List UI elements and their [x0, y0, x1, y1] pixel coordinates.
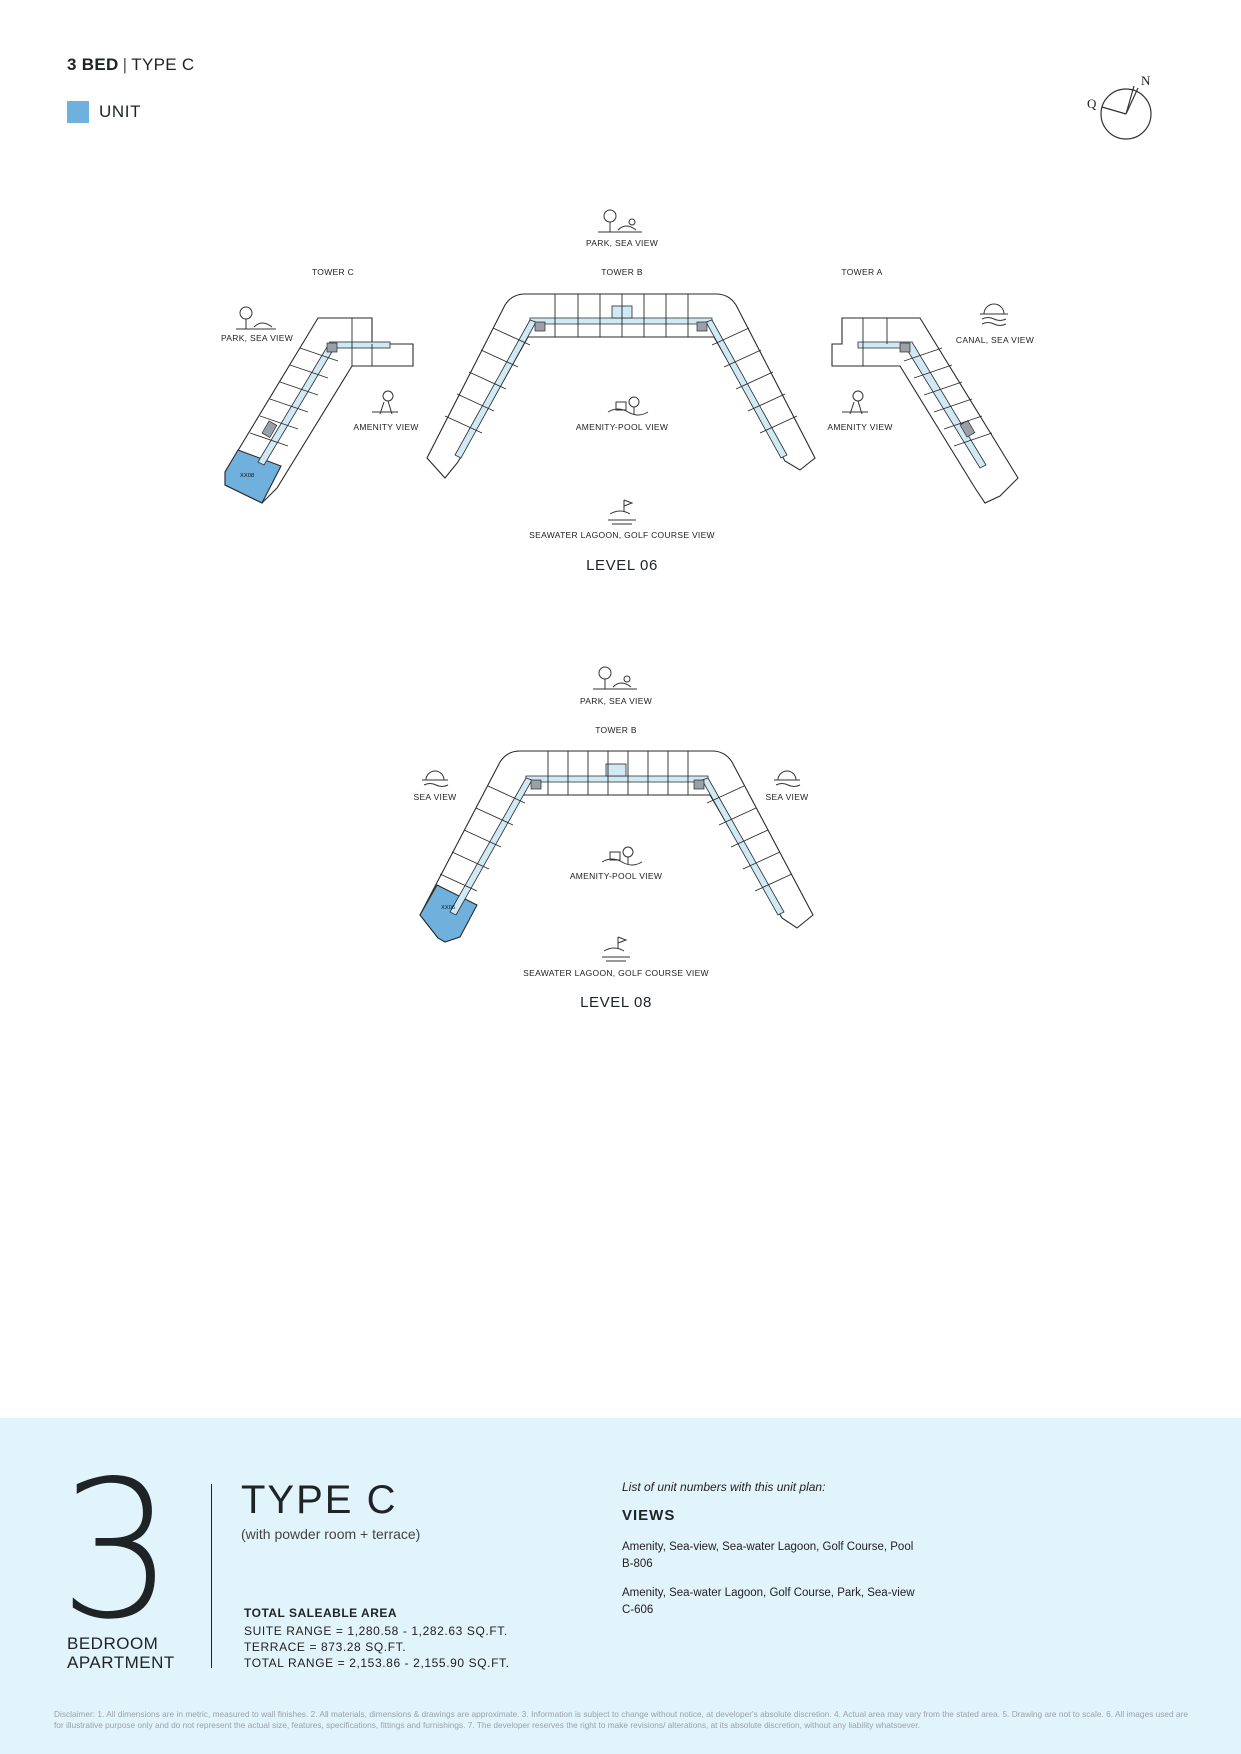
tower-b-l08-building — [419, 750, 814, 943]
view-2-units: C-606 — [622, 1604, 654, 1616]
disclaimer: Disclaimer: 1. All dimensions are in met… — [54, 1709, 1188, 1730]
l08-view-bottom: SEAWATER LAGOON, GOLF COURSE VIEW — [523, 968, 709, 978]
l08-view-left: SEA VIEW — [413, 792, 456, 802]
l06-view-c-left: PARK, SEA VIEW — [221, 333, 293, 343]
bedroom-count-digit: 3 — [59, 1440, 174, 1661]
view-2-desc: Amenity, Sea-water Lagoon, Golf Course, … — [622, 1587, 915, 1599]
view-1-desc: Amenity, Sea-view, Sea-water Lagoon, Gol… — [622, 1541, 914, 1553]
park-sea-view-icon — [598, 209, 642, 233]
level-08-label: LEVEL 08 — [580, 994, 652, 1011]
compass-north: N — [1141, 74, 1151, 88]
amenity-pool-view-icon — [607, 396, 649, 416]
type-label: TYPE C — [131, 55, 195, 74]
tower-c-highlighted-unit[interactable] — [224, 449, 282, 504]
l06-view-a-left: AMENITY VIEW — [827, 422, 892, 432]
compass-west: Q — [1087, 96, 1097, 111]
tower-a-building — [831, 317, 1019, 504]
bedroom-line2: APARTMENT — [67, 1653, 175, 1672]
l06-view-center: AMENITY-POOL VIEW — [576, 422, 668, 432]
compass-icon: N Q — [1087, 74, 1152, 140]
footer-divider — [211, 1484, 212, 1668]
park-sea-view-icon-l08 — [593, 666, 637, 690]
unit-tag: XX08 — [240, 473, 254, 479]
bedroom-line1: BEDROOM — [67, 1634, 159, 1653]
l06-view-top: PARK, SEA VIEW — [586, 238, 658, 248]
amenity-view-icon-c — [372, 390, 398, 415]
sea-view-icon-right — [774, 770, 801, 787]
page-title: 3 BED|TYPE C — [67, 55, 195, 75]
unit-tag: XX06 — [441, 905, 455, 911]
sea-view-icon-left — [422, 770, 449, 787]
legend: UNIT — [67, 101, 141, 123]
type-title: TYPE C — [241, 1478, 398, 1522]
tower-c-building — [224, 317, 414, 504]
bedroom-apartment-label: BEDROOM APARTMENT — [67, 1634, 175, 1672]
level-06-label: LEVEL 06 — [586, 557, 658, 574]
legend-label: UNIT — [99, 102, 142, 121]
l06-tower-b-label: TOWER B — [601, 267, 643, 277]
tower-b-building — [426, 293, 816, 479]
l06-tower-c-label: TOWER C — [312, 267, 354, 277]
l08-tower-b-label: TOWER B — [595, 725, 637, 735]
level-06-plan: XX08 — [221, 209, 1034, 574]
floor-plans: XX08 — [221, 209, 1034, 1011]
unit-list-intro: List of unit numbers with this unit plan… — [622, 1480, 826, 1494]
type-subtitle: (with powder room + terrace) — [241, 1526, 421, 1542]
lagoon-golf-view-icon-l08 — [602, 936, 630, 962]
terrace-area: TERRACE = 873.28 SQ.FT. — [244, 1640, 407, 1654]
l06-view-a-right: CANAL, SEA VIEW — [956, 335, 1034, 345]
canal-sea-view-icon — [980, 303, 1008, 326]
l08-view-center: AMENITY-POOL VIEW — [570, 871, 662, 881]
level-08-plan: XX06 PARK, SEA VIEW TOWER B SEA VIEW SEA… — [413, 666, 814, 1011]
park-sea-view-icon-c — [236, 306, 276, 330]
l08-view-top: PARK, SEA VIEW — [580, 696, 652, 706]
l08-view-right: SEA VIEW — [765, 792, 808, 802]
amenity-pool-view-icon-l08 — [601, 846, 643, 866]
l06-view-bottom: SEAWATER LAGOON, GOLF COURSE VIEW — [529, 530, 715, 540]
bed-label: 3 BED — [67, 55, 119, 74]
area-heading: TOTAL SALEABLE AREA — [244, 1606, 398, 1620]
total-range: TOTAL RANGE = 2,153.86 - 2,155.90 SQ.FT. — [244, 1656, 510, 1670]
lagoon-golf-view-icon — [608, 499, 636, 525]
footer-panel — [0, 1418, 1241, 1754]
title-separator: | — [122, 55, 128, 74]
amenity-view-icon-a — [842, 390, 868, 415]
suite-range: SUITE RANGE = 1,280.58 - 1,282.63 SQ.FT. — [244, 1624, 508, 1638]
view-1-units: B-806 — [622, 1558, 653, 1570]
l06-tower-a-label: TOWER A — [841, 267, 882, 277]
views-heading: VIEWS — [622, 1507, 676, 1524]
l06-view-c-right: AMENITY VIEW — [353, 422, 418, 432]
legend-swatch — [67, 101, 89, 123]
